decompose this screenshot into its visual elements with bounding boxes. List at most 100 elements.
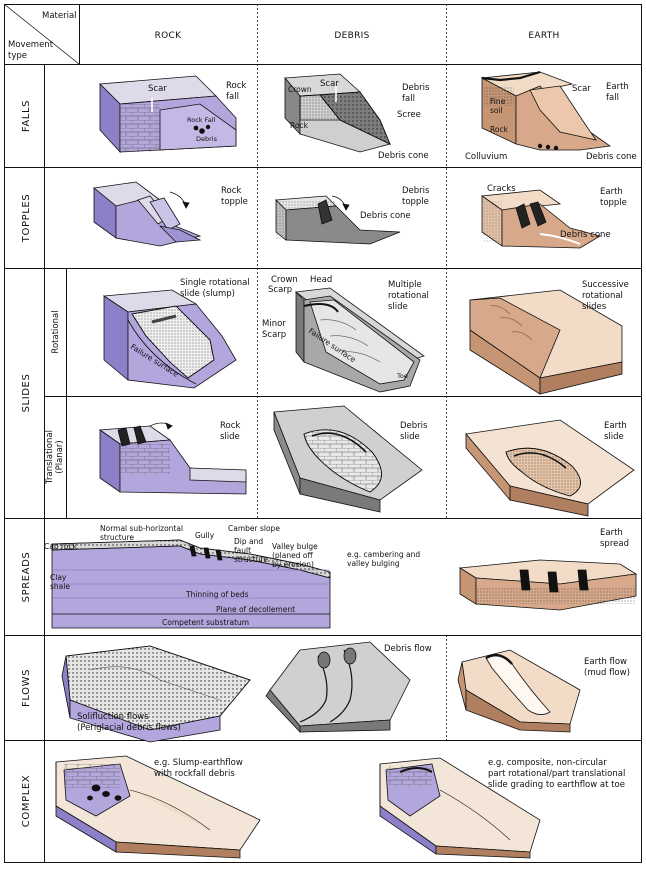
complex-b-label-2: part rotational/part translational [488, 769, 625, 779]
falls-earth-scar-label: Scar [572, 84, 591, 94]
rotational-debris-toe-label: Toe [396, 372, 408, 380]
complex-b-labels: e.g. composite, non-circular part rotati… [488, 758, 625, 790]
topples-rock-title-2: topple [221, 197, 248, 207]
spreads-clay-1: Clay [50, 573, 67, 582]
topples-earth-block [480, 189, 602, 249]
falls-earth-fine-1: Fine [490, 97, 506, 106]
spreads-competent-label: Competent substratum [162, 618, 249, 627]
spreads-dip-1: Dip and [234, 537, 263, 546]
spreads-cap-rock-label: Cap rock [44, 542, 78, 551]
table-grid [3, 3, 642, 863]
falls-rock-title-1: Rock [226, 81, 246, 91]
falls-debris-title-2: fall [402, 94, 415, 104]
spreads-valley-3: by erosion) [272, 560, 314, 569]
topples-debris-block [275, 195, 401, 245]
falls-earth-title-2: fall [606, 93, 619, 103]
rotational-rock-title-2: slide (slump) [180, 289, 235, 299]
translational-debris-title-1: Debris [400, 421, 428, 431]
falls-debris-scree-label: Scree [397, 110, 421, 120]
flows-debris-labels: Debris flow [384, 644, 432, 654]
falls-debris-title-1: Debris [402, 83, 430, 93]
falls-debris-crown-label: Crown [288, 85, 312, 94]
row-labels: FALLS TOPPLES SLIDES Rotational Translat… [21, 100, 65, 827]
falls-debris-block [284, 73, 392, 153]
falls-rock-labels: Scar Rock fall Rock Fall Debris [148, 81, 246, 143]
spreads-normal-1: Normal sub-horizontal [100, 524, 183, 533]
spreads-plane-label: Plane of decollement [216, 605, 295, 614]
spreads-dip-2: fault [234, 546, 251, 555]
rotational-earth-title-1: Successive [582, 280, 629, 290]
material-label: Material [42, 11, 77, 21]
rotational-debris-head-label: Head [310, 275, 332, 285]
rotational-debris-minor-2: Scarp [262, 330, 286, 340]
movement-label-line2: type [8, 51, 27, 61]
falls-debris-scar-label: Scar [320, 79, 339, 89]
spreads-eg-1: e.g. cambering and [347, 550, 420, 559]
falls-earth-rock-label: Rock [490, 125, 509, 134]
translational-earth-labels: Earth slide [604, 421, 627, 442]
translational-earth-block [465, 419, 635, 517]
row-label-spreads: SPREADS [21, 552, 32, 603]
complex-b-label-3: slide grading to earthflow at toe [488, 780, 625, 790]
falls-rock-title-2: fall [226, 92, 239, 102]
rotational-earth-block [469, 289, 623, 395]
translational-debris-title-2: slide [400, 432, 420, 442]
topples-debris-labels: Debris topple Debris cone [360, 186, 430, 221]
topples-earth-labels: Cracks Earth topple Debris cone [487, 184, 627, 240]
spreads-earth-labels: Earth spread [600, 528, 629, 549]
spreads-earth-block [458, 559, 638, 611]
falls-earth-fine-2: soil [490, 106, 503, 115]
topples-earth-cone-label: Debris cone [560, 230, 611, 240]
row-label-translational: Translational [45, 430, 55, 485]
translational-rock-title-2: slide [220, 432, 240, 442]
falls-rock-debris-label-2: Debris [196, 135, 218, 143]
topples-rock-block [93, 181, 202, 247]
spreads-clay-2: shale [50, 582, 70, 591]
rotational-rock-block [102, 289, 237, 389]
flows-rock-labels: Solifluction flows (Periglacial debris f… [77, 712, 181, 733]
row-label-rotational: Rotational [51, 310, 61, 353]
complex-a-label-2: with rockfall debris [154, 769, 235, 779]
flows-earth-labels: Earth flow (mud flow) [584, 657, 630, 678]
spreads-labels: Normal sub-horizontal structure Gully Ca… [44, 524, 420, 627]
spreads-thinning-label: Thinning of beds [185, 590, 249, 599]
rotational-earth-title-3: slides [582, 302, 607, 312]
falls-debris-labels: Scar Crown Rock Debris fall Scree Debris… [288, 79, 430, 161]
topples-earth-title-2: topple [600, 198, 627, 208]
falls-debris-cone-label: Debris cone [378, 151, 429, 161]
topples-earth-title-1: Earth [600, 187, 623, 197]
rotational-debris-scarp-label: Scarp [268, 285, 292, 295]
row-label-flows: FLOWS [21, 669, 32, 707]
flows-earth-block [457, 649, 581, 733]
translational-rock-labels: Rock slide [220, 421, 240, 442]
spreads-cross-section [51, 539, 331, 629]
spreads-earth-title-2: spread [600, 539, 629, 549]
row-label-falls: FALLS [21, 100, 32, 132]
complex-b-label-1: e.g. composite, non-circular [488, 758, 607, 768]
flows-solifluction-1: Solifluction flows [77, 712, 149, 722]
falls-earth-labels: Fine soil Rock Scar Earth fall Colluvium… [465, 82, 637, 162]
rotational-debris-minor-1: Minor [262, 319, 286, 329]
rotational-debris-title-1: Multiple [388, 280, 422, 290]
falls-rock-scar-label: Scar [148, 84, 167, 94]
spreads-dip-3: structure [234, 555, 268, 564]
falls-debris-rock-label: Rock [290, 121, 309, 130]
spreads-camber-label: Camber slope [228, 524, 280, 533]
falls-earth-block [480, 70, 612, 151]
flows-debris-block [265, 641, 411, 734]
row-label-slides: SLIDES [21, 374, 32, 413]
flows-rock-block [61, 645, 251, 743]
falls-earth-cone-label: Debris cone [586, 152, 637, 162]
complex-b-block [379, 757, 541, 859]
complex-a-block [55, 755, 261, 859]
row-label-complex: COMPLEX [21, 775, 32, 827]
row-label-topples: TOPPLES [21, 194, 32, 243]
translational-earth-title-2: slide [604, 432, 624, 442]
complex-a-labels: e.g. Slump-earthflow with rockfall debri… [154, 758, 243, 779]
translational-rock-title-1: Rock [220, 421, 240, 431]
rotational-debris-block [294, 287, 425, 393]
spreads-earth-title-1: Earth [600, 528, 623, 538]
falls-earth-title-1: Earth [606, 82, 629, 92]
row-label-planar: (Planar) [55, 440, 65, 473]
